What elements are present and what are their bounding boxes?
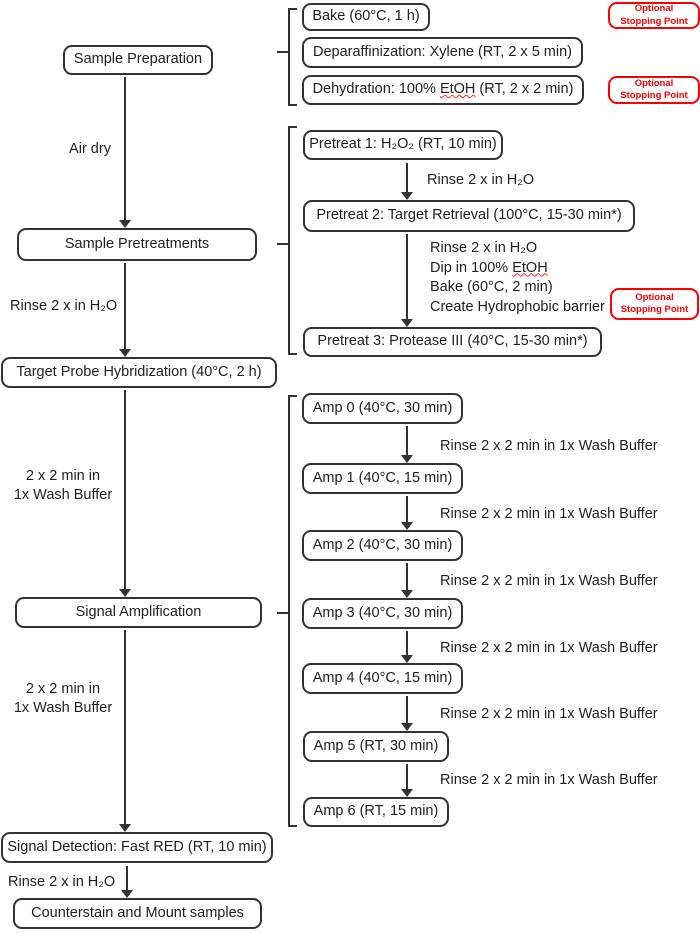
label-rinse-wash-2: Rinse 2 x 2 min in 1x Wash Buffer <box>440 506 658 522</box>
arrow-amp5-to-amp6 <box>401 764 413 797</box>
bracket-sample-preparation-steps <box>277 8 297 106</box>
label-dip-etoh: Dip in 100% EtOH <box>430 259 548 276</box>
optional-stopping-point-2: Optional Stopping Point <box>608 76 700 104</box>
arrow-amp0-to-amp1 <box>401 426 413 463</box>
arrow-amp3-to-amp4 <box>401 631 413 663</box>
step-box-deparaffinization: Deparaffinization: Xylene (RT, 2 x 5 min… <box>302 37 583 68</box>
stage-box-signal-detection: Signal Detection: Fast RED (RT, 10 min) <box>1 832 273 863</box>
arrow-hybridization-to-amplification <box>119 390 131 597</box>
pretreat2-post-steps: Rinse 2 x in H₂O Dip in 100% EtOH Bake (… <box>430 239 605 317</box>
stage-box-counterstain-mount: Counterstain and Mount samples <box>13 898 262 929</box>
arrow-pretreatments-to-hybridization <box>119 263 131 357</box>
arrow-amp1-to-amp2 <box>401 496 413 530</box>
step-box-pretreat-2: Pretreat 2: Target Retrieval (100°C, 15-… <box>303 200 635 232</box>
label-rinse-wash-6: Rinse 2 x 2 min in 1x Wash Buffer <box>440 772 658 788</box>
arrow-amp4-to-amp5 <box>401 696 413 731</box>
bracket-amplification-steps <box>277 395 297 827</box>
step-box-amp-0: Amp 0 (40°C, 30 min) <box>302 393 463 424</box>
label-rinse-after-pretreat1: Rinse 2 x in H₂O <box>427 172 535 188</box>
step-box-pretreat-3: Pretreat 3: Protease III (40°C, 15-30 mi… <box>303 327 602 357</box>
label-rinse-water-bottom: Rinse 2 x in H₂O <box>8 874 116 890</box>
label-rinse-wash-4: Rinse 2 x 2 min in 1x Wash Buffer <box>440 640 658 656</box>
label-wash-buffer-left-1: 2 x 2 min in 1x Wash Buffer <box>13 468 113 503</box>
dehydration-text-post: (RT, 2 x 2 min) <box>475 81 574 98</box>
arrow-amp2-to-amp3 <box>401 563 413 598</box>
label-rinse-wash-1: Rinse 2 x 2 min in 1x Wash Buffer <box>440 438 658 454</box>
step-box-amp-3: Amp 3 (40°C, 30 min) <box>302 598 463 629</box>
label-hydrophobic-barrier: Create Hydrophobic barrier <box>430 298 605 315</box>
label-rinse-wash-5: Rinse 2 x 2 min in 1x Wash Buffer <box>440 706 658 722</box>
stage-box-sample-preparation: Sample Preparation <box>63 45 213 75</box>
label-wash-buffer-left-2: 2 x 2 min in 1x Wash Buffer <box>13 681 113 716</box>
label-rinse-wash-3: Rinse 2 x 2 min in 1x Wash Buffer <box>440 573 658 589</box>
label-bake-2min: Bake (60°C, 2 min) <box>430 279 553 295</box>
stage-box-signal-amplification: Signal Amplification <box>15 597 262 628</box>
dehydration-text-etoh: EtOH <box>439 81 476 98</box>
step-box-amp-5: Amp 5 (RT, 30 min) <box>303 731 449 762</box>
optional-stopping-point-3: Optional Stopping Point <box>610 288 699 320</box>
optional-stopping-point-1: Optional Stopping Point <box>608 2 700 29</box>
step-box-bake: Bake (60°C, 1 h) <box>302 3 430 31</box>
step-box-amp-6: Amp 6 (RT, 15 min) <box>303 797 449 827</box>
step-box-amp-4: Amp 4 (40°C, 15 min) <box>302 663 463 694</box>
stage-box-target-probe-hybridization: Target Probe Hybridization (40°C, 2 h) <box>1 357 277 388</box>
arrow-pretreat2-to-pretreat3 <box>401 234 413 327</box>
arrow-amplification-to-detection <box>119 630 131 832</box>
label-air-dry: Air dry <box>69 141 111 157</box>
label-rinse-after-pretreat2: Rinse 2 x in H₂O <box>430 240 538 256</box>
step-box-amp-1: Amp 1 (40°C, 15 min) <box>302 463 463 494</box>
stage-box-sample-pretreatments: Sample Pretreatments <box>17 228 257 261</box>
step-box-dehydration: Dehydration: 100% EtOH (RT, 2 x 2 min) <box>302 75 584 105</box>
bracket-pretreatment-steps <box>277 126 297 355</box>
step-box-amp-2: Amp 2 (40°C, 30 min) <box>302 530 463 561</box>
arrow-sampleprep-to-pretreatments <box>119 77 131 228</box>
dehydration-text-pre: Dehydration: 100% <box>312 81 440 98</box>
arrow-pretreat1-to-pretreat2 <box>401 163 413 200</box>
arrow-detection-to-counterstain <box>121 866 133 898</box>
label-rinse-water-left: Rinse 2 x in H₂O <box>10 298 118 314</box>
step-box-pretreat-1: Pretreat 1: H₂O₂ (RT, 10 min) <box>303 130 503 160</box>
